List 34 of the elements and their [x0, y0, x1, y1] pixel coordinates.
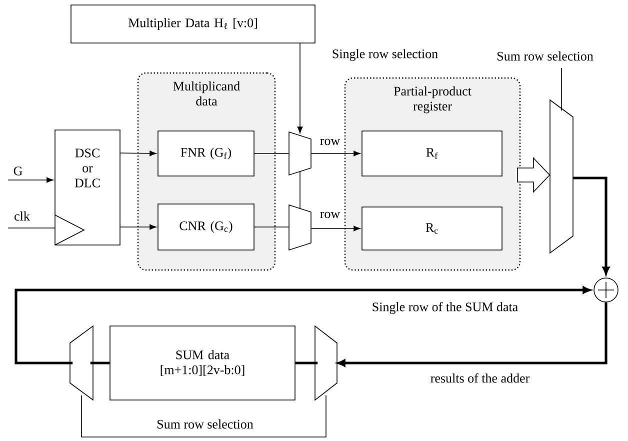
arrow: [120, 150, 156, 156]
multiplexer-symbol: [70, 325, 94, 401]
connector-line: [81, 395, 326, 438]
connector-line: [561, 68, 562, 111]
circuit-block: DSC or DLC: [54, 130, 120, 246]
arrow: [120, 224, 156, 230]
edge-label: Single row selection: [332, 49, 438, 61]
edge-label: results of the adder: [430, 373, 530, 383]
register-box: SUM data [m+1:0][2v-b:0]: [110, 326, 296, 400]
arrow: [297, 43, 303, 134]
edge-label: row: [320, 212, 340, 218]
connector-line: [295, 362, 318, 364]
edge-label: row: [320, 138, 340, 146]
edge-label: Sum row selection: [498, 51, 594, 61]
connector-line: [254, 226, 289, 228]
register-box: Multiplier Data H$_{ℓ}$ [v:0]: [70, 4, 316, 44]
arrow: [8, 177, 54, 183]
arrow: [337, 302, 608, 367]
register-box: FNR (G$_{f}$): [158, 130, 254, 176]
register-box: R$_{f}$: [362, 130, 502, 176]
arrow: [573, 176, 610, 275]
connector-line: [90, 362, 110, 364]
adder-symbol: [594, 278, 618, 302]
connector-line: [254, 153, 289, 154]
register-box: R$_{c}$: [362, 206, 502, 250]
block-arrow: [517, 157, 550, 193]
edge-label: Sum row selection: [157, 419, 254, 429]
edge-label: G: [14, 166, 22, 176]
register-box: CNR (G$_{c}$): [158, 204, 254, 250]
arrow: [311, 150, 360, 156]
edge-label: Single row of the SUM data: [372, 302, 518, 314]
arrow: [311, 226, 360, 232]
arrow: [14, 286, 591, 364]
edge-label: clk: [14, 211, 30, 221]
